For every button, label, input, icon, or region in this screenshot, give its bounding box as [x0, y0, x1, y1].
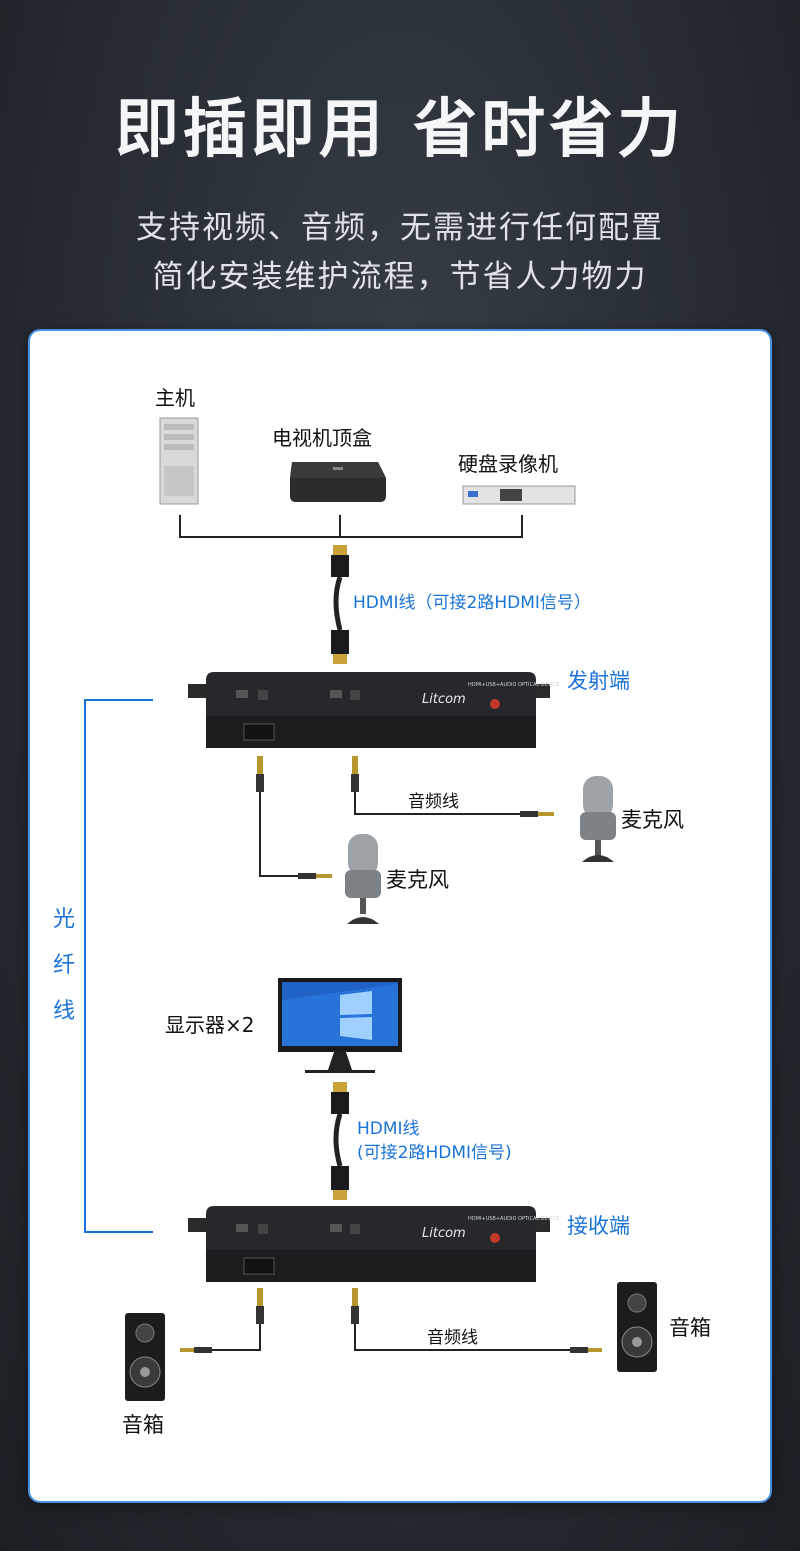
transmitter-model-text: HDMI+USB+AUDIO OPTICAL DEVICE: [468, 682, 560, 688]
receiver-brand-text: Litcom: [422, 1226, 466, 1241]
speaker-left-label: 音箱: [122, 1413, 164, 1437]
receiver-label: 接收端: [567, 1214, 630, 1238]
fiber-label-char1: 光: [52, 907, 75, 932]
source-bracket-lines: [179, 515, 523, 538]
audio-jack-icons-top: [256, 756, 554, 879]
page-subtitle-line1: 支持视频、音频，无需进行任何配置: [136, 210, 664, 246]
settop-box-label: 电视机顶盒: [272, 426, 372, 450]
microphone-left-icon: [345, 834, 381, 924]
microphone-right-label: 麦克风: [621, 808, 684, 832]
nvr-recorder-icon: [462, 485, 576, 505]
transmitter-brand-text: Litcom: [422, 692, 466, 707]
page-subtitle-line2: 简化安装维护流程，节省人力物力: [152, 259, 648, 295]
host-label: 主机: [155, 386, 195, 410]
monitor-label: 显示器×2: [165, 1013, 255, 1037]
hdmi-cable-top-icon: [331, 545, 349, 664]
microphone-right-icon: [580, 776, 616, 862]
audio-cable-bottom-label: 音频线: [427, 1328, 478, 1348]
speaker-right-label: 音箱: [669, 1316, 711, 1340]
speaker-left-icon: [125, 1313, 165, 1401]
fiber-line: [84, 699, 153, 1233]
audio-jack-icons-bottom: [180, 1288, 602, 1353]
settop-box-icon: [290, 462, 386, 502]
transmitter-device-icon: [188, 672, 550, 748]
receiver-model-text: HDMI+USB+AUDIO OPTICAL DEVICE: [468, 1216, 560, 1222]
fiber-label-char3: 线: [52, 999, 75, 1024]
receiver-device-icon: [188, 1206, 550, 1282]
transmitter-label: 发射端: [567, 669, 630, 693]
receiver-audio-cables: [210, 1322, 570, 1351]
hdmi-cable-bottom-label-line1: HDMI线: [357, 1119, 420, 1139]
host-pc-icon: [159, 417, 199, 505]
transmitter-audio-cables: [259, 790, 520, 877]
hdmi-cable-bottom-label-line2: (可接2路HDMI信号): [357, 1143, 512, 1163]
fiber-label-char2: 纤: [52, 953, 75, 978]
nvr-label: 硬盘录像机: [458, 452, 558, 476]
hdmi-cable-top-label: HDMI线（可接2路HDMI信号）: [353, 593, 591, 613]
hdmi-cable-bottom-icon: [331, 1082, 349, 1200]
speaker-right-icon: [617, 1282, 657, 1372]
monitor-icon: [278, 978, 402, 1073]
microphone-left-label: 麦克风: [386, 868, 449, 892]
page-title: 即插即用 省时省力: [114, 93, 686, 167]
audio-cable-top-label: 音频线: [408, 792, 459, 812]
